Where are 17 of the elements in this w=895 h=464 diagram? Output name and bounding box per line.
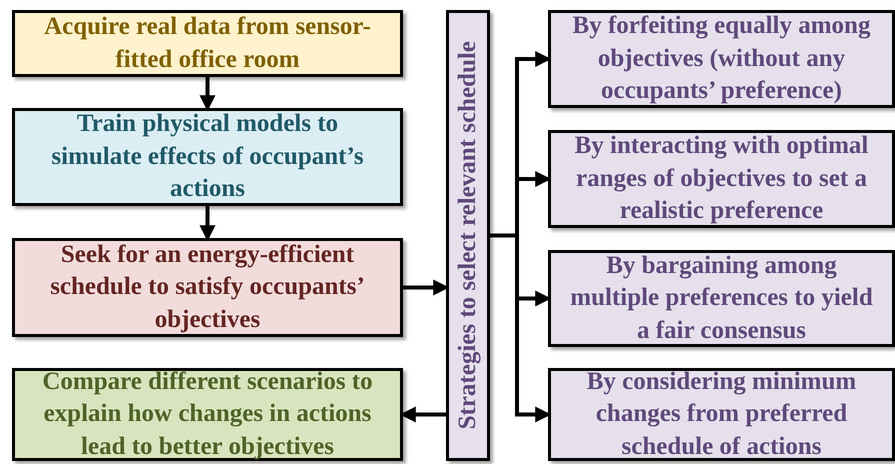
strategy-box: [548, 130, 895, 228]
strategy-box: [548, 10, 895, 108]
strategy-box: [548, 368, 895, 461]
box-text: By bargaining among multiple preferences to yield a fair consensus: [569, 250, 874, 346]
box-text: Train physical models to simulate effects of occupant’s actions: [50, 109, 365, 204]
vertical-bar: [446, 10, 490, 461]
vertical-label: Strategies to select relevant schedule: [452, 41, 482, 430]
box-text: By interacting with optimal ranges of objectives to set a realistic preference: [574, 131, 870, 226]
process-box: [12, 108, 403, 206]
process-box: [12, 368, 403, 461]
box-text: By forfeiting equally among objectives (without any occupants’ preference): [572, 11, 872, 106]
process-box: [12, 10, 403, 77]
process-box: [12, 238, 403, 337]
box-text: Acquire real data from sensor-fitted office room: [43, 12, 372, 74]
box-text: Compare different scenarios to explain how changes in actions lead to better objectives: [41, 366, 374, 462]
box-text: By considering minimum changes from preferred schedule of actions: [586, 366, 858, 462]
box-text: Seek for an energy-efficient schedule to satisfy occupants’ objectives: [49, 240, 366, 335]
